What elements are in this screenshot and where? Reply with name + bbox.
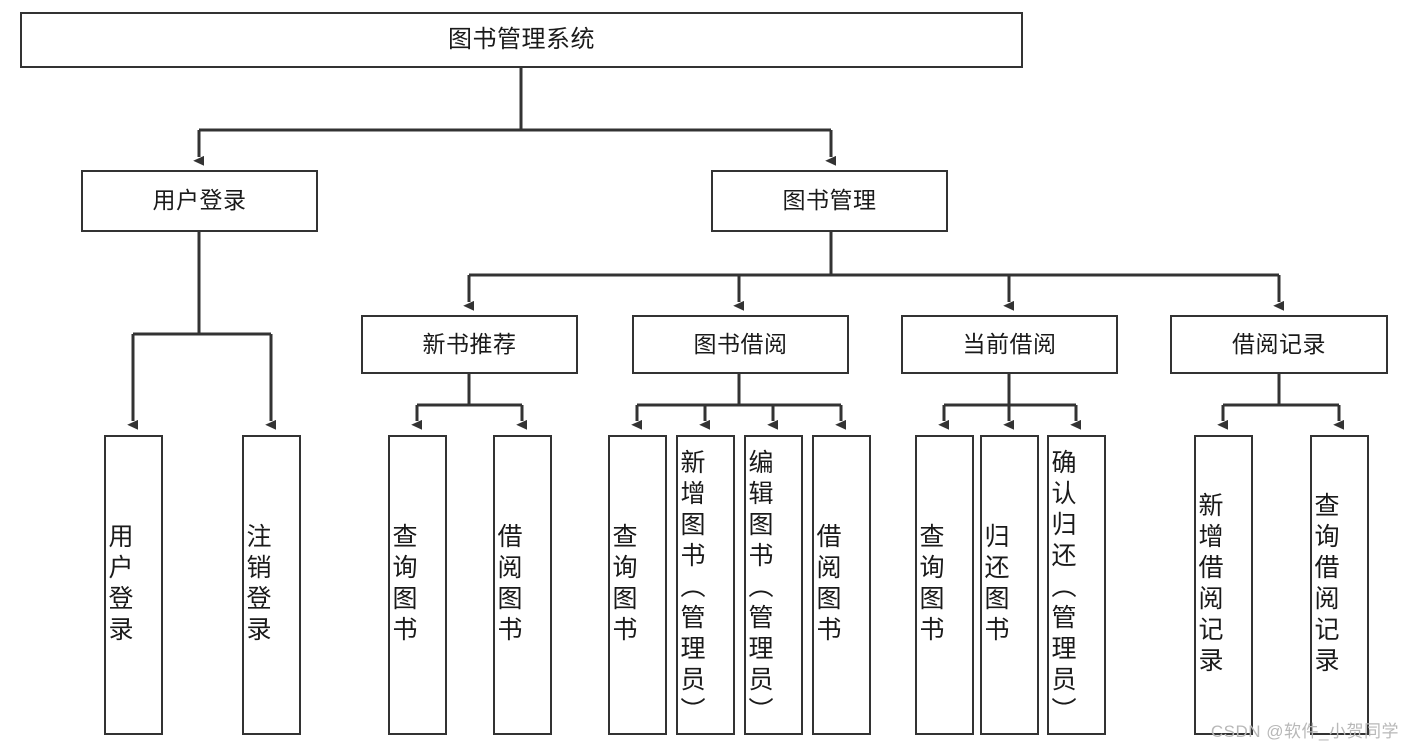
node-label: 图书管理系统 bbox=[448, 25, 595, 53]
leaf-recommend-borrow-book[interactable]: 借阅图书 bbox=[493, 435, 552, 735]
leaf-record-add-record[interactable]: 新增借阅记录 bbox=[1194, 435, 1253, 735]
leaf-user-login-logout[interactable]: 注销登录 bbox=[242, 435, 301, 735]
node-label: 借阅图书 bbox=[813, 523, 841, 647]
csdn-watermark: CSDN @软件_小贺同学 bbox=[1210, 722, 1399, 741]
leaf-current-query-book[interactable]: 查询图书 bbox=[915, 435, 974, 735]
node-label: 新增图书（管理员） bbox=[677, 448, 705, 728]
node-label: 图书借阅 bbox=[693, 330, 788, 357]
node-user-login[interactable]: 用户登录 bbox=[81, 170, 318, 232]
node-label: 当前借阅 bbox=[962, 330, 1057, 357]
node-label: 归还图书 bbox=[981, 523, 1009, 647]
node-label: 图书管理 bbox=[782, 187, 877, 214]
leaf-recommend-query-book[interactable]: 查询图书 bbox=[388, 435, 447, 735]
node-label: 注销登录 bbox=[243, 523, 271, 647]
node-label: 用户登录 bbox=[152, 187, 247, 214]
leaf-user-login-login[interactable]: 用户登录 bbox=[104, 435, 163, 735]
node-label: 新增借阅记录 bbox=[1195, 492, 1223, 678]
node-label: 借阅记录 bbox=[1232, 330, 1326, 357]
node-current-borrow[interactable]: 当前借阅 bbox=[901, 315, 1118, 374]
node-borrow-record[interactable]: 借阅记录 bbox=[1170, 315, 1388, 374]
node-label: 用户登录 bbox=[105, 523, 133, 647]
leaf-borrow-borrow-book[interactable]: 借阅图书 bbox=[812, 435, 871, 735]
node-label: 编辑图书（管理员） bbox=[745, 448, 773, 728]
leaf-borrow-add-book-admin[interactable]: 新增图书（管理员） bbox=[676, 435, 735, 735]
leaf-borrow-query-book[interactable]: 查询图书 bbox=[608, 435, 667, 735]
node-label: 新书推荐 bbox=[422, 330, 517, 357]
node-label: 查询借阅记录 bbox=[1311, 492, 1339, 678]
leaf-record-query-record[interactable]: 查询借阅记录 bbox=[1310, 435, 1369, 735]
node-label: 查询图书 bbox=[389, 523, 417, 647]
leaf-current-confirm-return-admin[interactable]: 确认归还（管理员） bbox=[1047, 435, 1106, 735]
node-label: 确认归还（管理员） bbox=[1048, 448, 1076, 728]
node-book-borrow[interactable]: 图书借阅 bbox=[632, 315, 849, 374]
node-new-book-recommend[interactable]: 新书推荐 bbox=[361, 315, 578, 374]
leaf-borrow-edit-book-admin[interactable]: 编辑图书（管理员） bbox=[744, 435, 803, 735]
node-root-system[interactable]: 图书管理系统 bbox=[20, 12, 1023, 68]
leaf-current-return-book[interactable]: 归还图书 bbox=[980, 435, 1039, 735]
node-label: 借阅图书 bbox=[494, 523, 522, 647]
node-label: 查询图书 bbox=[916, 523, 944, 647]
node-book-management[interactable]: 图书管理 bbox=[711, 170, 948, 232]
node-label: 查询图书 bbox=[609, 523, 637, 647]
